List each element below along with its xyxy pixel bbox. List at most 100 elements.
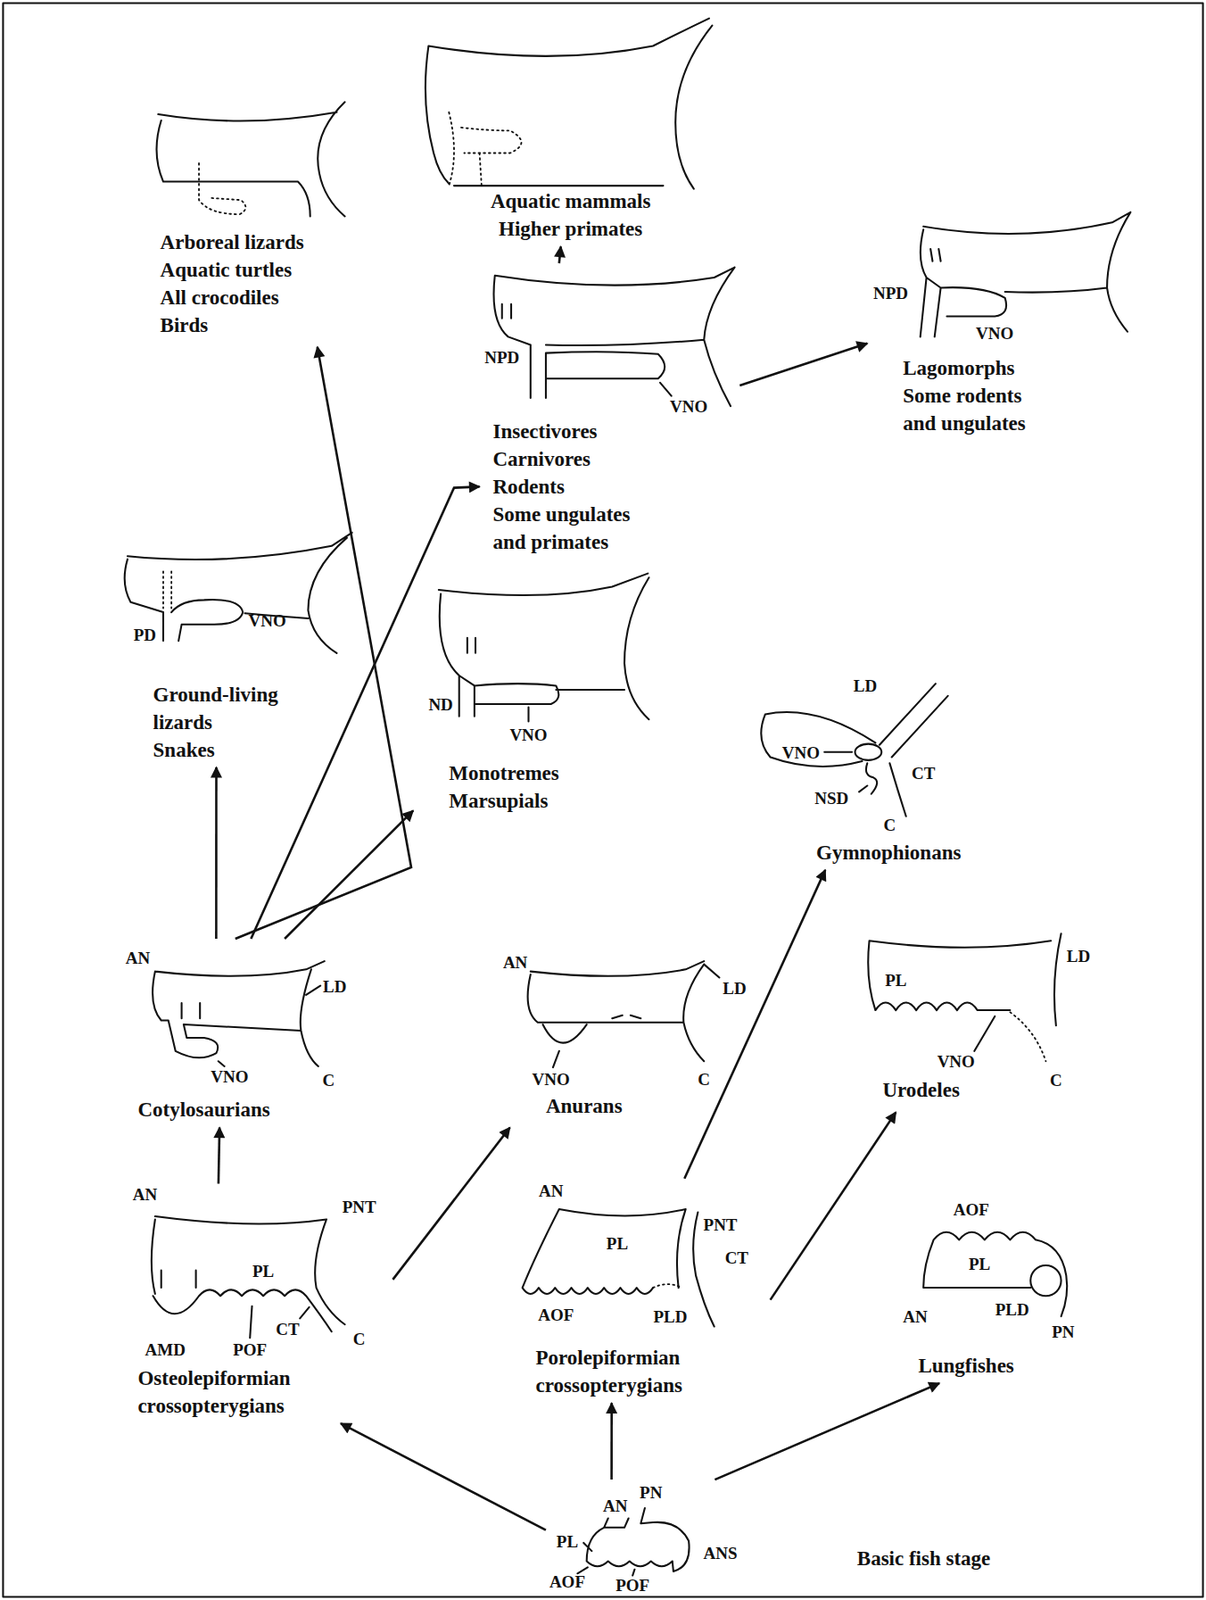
duct-outline bbox=[163, 570, 172, 608]
structure-abbreviation: AN bbox=[125, 948, 150, 966]
taxon-group: Gymnophionans bbox=[754, 662, 1016, 870]
taxon-group: Porolepiformian crossopterygians bbox=[510, 1178, 771, 1404]
taxon-name: Osteolepiformian crossopterygians bbox=[137, 1363, 352, 1420]
taxon-name: All crocodiles bbox=[160, 283, 305, 312]
cavity-sketch bbox=[438, 573, 650, 722]
structure-abbreviation: VNO bbox=[669, 397, 708, 415]
evolution-arrow bbox=[739, 343, 868, 386]
structure-abbreviation: VNO bbox=[509, 726, 547, 744]
taxon-name: Marsupials bbox=[448, 786, 559, 815]
cavity-sketch bbox=[156, 101, 346, 216]
taxon-name-block: Aquatic mammalsHigher primates bbox=[418, 187, 723, 243]
cavity-sketch bbox=[760, 683, 948, 817]
structure-abbreviation: CT bbox=[725, 1247, 749, 1265]
evolution-arrow bbox=[714, 1382, 940, 1479]
cavity-sketch bbox=[920, 212, 1132, 338]
taxon-name: Ground-living lizards bbox=[153, 680, 306, 736]
taxon-name: Arboreal lizards bbox=[160, 228, 305, 257]
cavity-sketch bbox=[522, 1208, 715, 1327]
structure-abbreviation: LD bbox=[1066, 947, 1091, 965]
cavity-sketch bbox=[151, 1215, 346, 1338]
structure-abbreviation: POF bbox=[615, 1575, 650, 1593]
structure-abbreviation: PLD bbox=[995, 1300, 1030, 1318]
structure-abbreviation: AMD bbox=[145, 1339, 186, 1357]
taxon-name: Rodents bbox=[492, 472, 658, 501]
taxon-group: Lungfishes bbox=[898, 1188, 1088, 1383]
taxon-name-block: Ground-living lizardsSnakes bbox=[153, 680, 306, 764]
structure-abbreviation: POF bbox=[232, 1339, 267, 1357]
taxon-name: Insectivores bbox=[492, 417, 658, 446]
taxon-name: Snakes bbox=[153, 735, 306, 764]
vno-outline bbox=[1009, 1011, 1046, 1061]
taxon-group: Ground-living lizardsSnakes bbox=[112, 525, 358, 768]
structure-abbreviation: C bbox=[883, 815, 897, 833]
structure-abbreviation: PL bbox=[556, 1531, 579, 1549]
taxon-name-block: Basic fish stage bbox=[857, 1544, 992, 1572]
evolution-arrow bbox=[559, 246, 562, 264]
structure-abbreviation: VNO bbox=[248, 611, 287, 629]
structure-abbreviation: AN bbox=[902, 1307, 927, 1325]
evolution-arrow bbox=[214, 767, 218, 939]
cavity-sketch bbox=[425, 18, 712, 190]
structure-abbreviation: AOF bbox=[953, 1200, 990, 1218]
evolution-arrow bbox=[684, 869, 826, 1179]
taxon-name: Some ungulates and primates bbox=[492, 500, 658, 556]
taxon-group: Aquatic mammalsHigher primates bbox=[418, 9, 723, 247]
structure-abbreviation: AN bbox=[538, 1181, 563, 1199]
vno-outline bbox=[198, 163, 246, 215]
taxon-name: Lungfishes bbox=[917, 1351, 1014, 1380]
taxon-name-block: Lungfishes bbox=[917, 1351, 1014, 1380]
taxon-name-block: Arboreal lizardsAquatic turtlesAll croco… bbox=[160, 228, 305, 339]
taxon-name-block: Porolepiformian crossopterygians bbox=[536, 1343, 751, 1399]
structure-abbreviation: PNT bbox=[342, 1197, 377, 1215]
taxon-name: Higher primates bbox=[418, 214, 723, 243]
structure-abbreviation: LD bbox=[853, 677, 877, 694]
evolution-arrow bbox=[284, 809, 414, 939]
structure-abbreviation: PD bbox=[133, 626, 157, 644]
structure-abbreviation: VNO bbox=[782, 743, 820, 760]
structure-abbreviation: PN bbox=[639, 1482, 662, 1500]
duct-outline bbox=[652, 1283, 682, 1288]
taxon-name-block: Osteolepiformian crossopterygians bbox=[137, 1363, 352, 1420]
taxon-name: Cotylosaurians bbox=[137, 1095, 270, 1124]
structure-abbreviation: LD bbox=[322, 976, 347, 994]
taxon-name-block: InsectivoresCarnivoresRodentsSome ungula… bbox=[492, 417, 658, 556]
taxon-group: Cotylosaurians bbox=[127, 938, 353, 1128]
taxon-name: Basic fish stage bbox=[857, 1544, 992, 1572]
taxon-name-block: MonotremesMarsupials bbox=[448, 759, 559, 815]
taxon-group: Osteolepiformian crossopterygians bbox=[132, 1182, 394, 1423]
structure-abbreviation: C bbox=[1049, 1070, 1063, 1088]
structure-abbreviation: PN bbox=[1051, 1322, 1074, 1340]
structure-abbreviation: VNO bbox=[210, 1067, 248, 1085]
evolution-arrow bbox=[250, 486, 480, 939]
structure-abbreviation: AN bbox=[603, 1495, 628, 1513]
cavity-sketch bbox=[152, 960, 325, 1066]
taxon-name-block: LagomorphsSome rodents and ungulates bbox=[902, 354, 1050, 438]
structure-abbreviation: ND bbox=[428, 695, 453, 713]
structure-abbreviation: PL bbox=[884, 970, 907, 988]
structure-abbreviation: C bbox=[353, 1329, 366, 1347]
taxon-name: Some rodents and ungulates bbox=[902, 381, 1050, 438]
structure-abbreviation: AN bbox=[132, 1184, 157, 1202]
taxon-group: Anurans bbox=[495, 938, 745, 1128]
structure-abbreviation: NPD bbox=[484, 348, 520, 366]
evolution-arrow bbox=[340, 1422, 546, 1530]
evolution-arrow bbox=[610, 1402, 613, 1479]
taxon-name-block: Anurans bbox=[545, 1091, 623, 1120]
evolution-arrow bbox=[392, 1127, 510, 1280]
cavity-sketch bbox=[577, 1507, 689, 1575]
structure-abbreviation: CT bbox=[275, 1319, 299, 1337]
taxon-name-block: Gymnophionans bbox=[816, 838, 961, 867]
structure-abbreviation: CT bbox=[911, 763, 935, 781]
taxon-group: Arboreal lizardsAquatic turtlesAll croco… bbox=[148, 97, 357, 347]
structure-abbreviation: PL bbox=[968, 1254, 991, 1272]
structure-abbreviation: VNO bbox=[975, 323, 1014, 341]
structure-abbreviation: NPD bbox=[873, 284, 909, 302]
structure-abbreviation: AOF bbox=[537, 1305, 574, 1322]
structure-abbreviation: VNO bbox=[937, 1052, 975, 1070]
taxon-name: Anurans bbox=[545, 1091, 623, 1120]
structure-abbreviation: LD bbox=[722, 978, 746, 996]
evolution-arrow bbox=[218, 1127, 220, 1184]
